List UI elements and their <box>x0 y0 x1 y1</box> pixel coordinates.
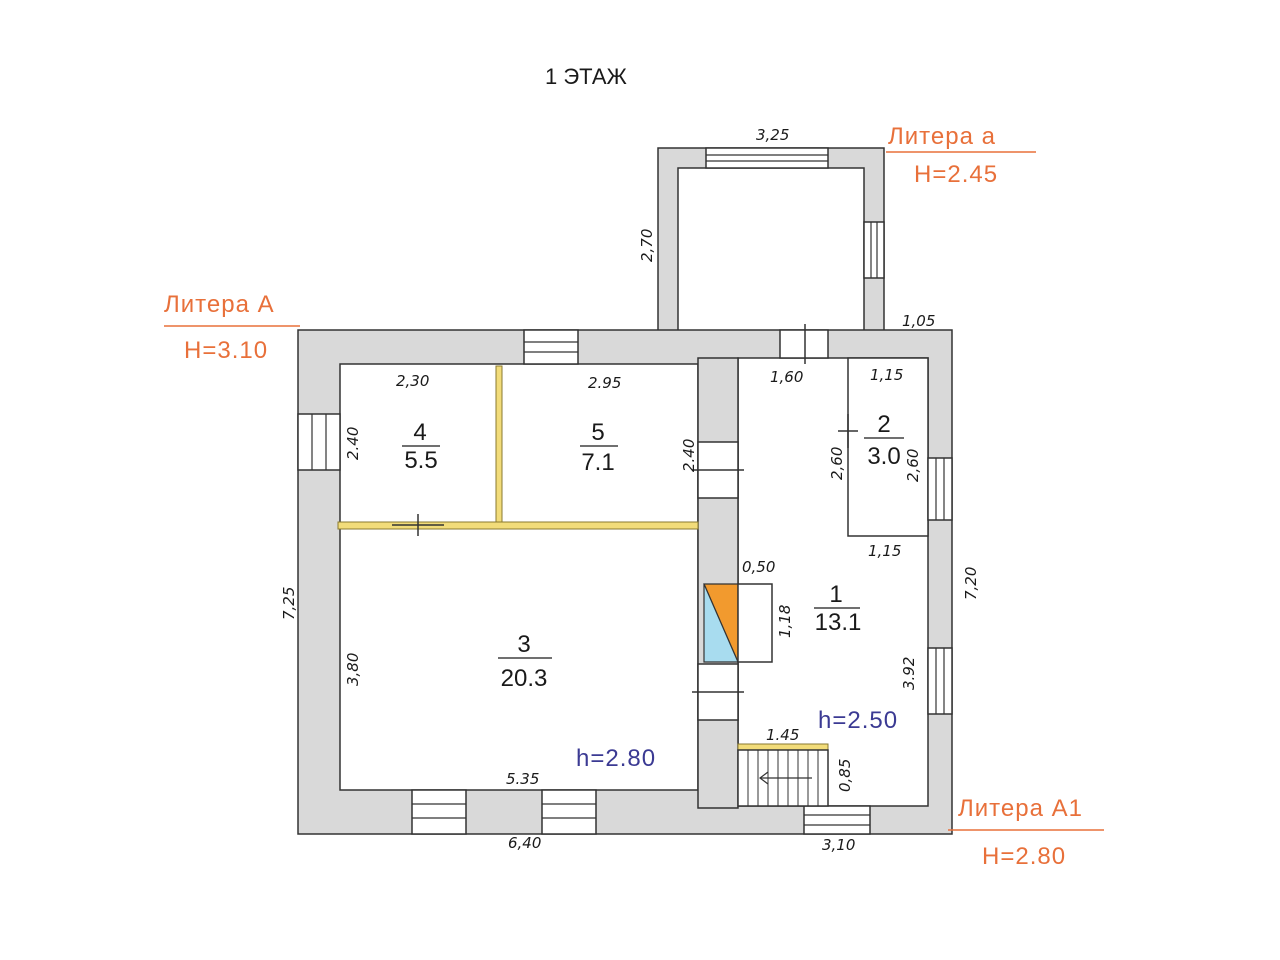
svg-text:7.1: 7.1 <box>581 449 614 476</box>
liter-a-small-name: Литера а <box>888 123 996 150</box>
dim-porch-offset: 1,05 <box>902 312 935 330</box>
bearing-wall <box>697 357 739 809</box>
dim-room1-top: 1,60 <box>770 368 803 386</box>
svg-text:5: 5 <box>591 419 604 446</box>
dim-room4-width: 2,30 <box>396 372 429 390</box>
liter-a1-name: Литера А1 <box>958 795 1083 822</box>
dim-room5-depth: 2.40 <box>680 439 698 472</box>
dim-room4-depth: 2.40 <box>344 427 362 460</box>
floor-title: 1 ЭТАЖ <box>545 64 628 89</box>
dim-wing-length: 7,20 <box>962 567 980 600</box>
dim-room2-depth-left: 2,60 <box>828 447 846 480</box>
porch-walls <box>657 147 885 335</box>
dim-room2-width-top: 1,15 <box>870 366 903 384</box>
dim-room2-width-bottom: 1,15 <box>868 542 901 560</box>
svg-text:1: 1 <box>829 581 842 608</box>
svg-text:5.5: 5.5 <box>404 447 437 474</box>
window-south-left <box>411 789 467 835</box>
room-label-3: 3 20.3 <box>498 631 552 692</box>
doorway-room3 <box>692 663 744 721</box>
dim-stair-width: 1.45 <box>766 726 799 744</box>
svg-text:3: 3 <box>517 631 530 658</box>
porch-window-right <box>863 221 885 279</box>
svg-text:13.1: 13.1 <box>815 609 862 636</box>
dim-stair-depth: 0,85 <box>836 759 854 792</box>
stove <box>703 583 773 663</box>
window-east-lower <box>927 647 953 715</box>
dim-room3-width: 5.35 <box>506 770 539 788</box>
dim-wing-lower: 3.92 <box>900 657 918 690</box>
dim-room5-width: 2.95 <box>588 374 621 392</box>
room-label-4: 4 5.5 <box>402 419 440 474</box>
window-north-main <box>523 329 579 365</box>
room-label-2: 2 3.0 <box>864 411 904 470</box>
svg-text:20.3: 20.3 <box>501 665 548 692</box>
svg-text:4: 4 <box>413 419 426 446</box>
stairs <box>737 749 829 807</box>
dim-main-width: 6,40 <box>508 834 541 852</box>
door-north-wing <box>779 324 829 364</box>
porch-window-top <box>705 147 829 169</box>
doorway-room5 <box>692 441 744 499</box>
ceiling-height-room1: h=2.50 <box>818 707 898 734</box>
room-label-5: 5 7.1 <box>580 419 618 476</box>
svg-text:2: 2 <box>877 411 890 438</box>
room-label-1: 1 13.1 <box>814 581 861 636</box>
liter-a-small-height: H=2.45 <box>914 161 998 188</box>
ceiling-height-room3: h=2.80 <box>576 745 656 772</box>
window-south-wing <box>803 805 871 835</box>
window-west <box>297 413 341 471</box>
dim-wing-width: 3,10 <box>822 836 855 854</box>
dim-porch-width: 3,25 <box>756 126 789 144</box>
dim-stove-width: 0,50 <box>742 558 775 576</box>
dim-main-length: 7,25 <box>280 587 298 620</box>
dim-stove-depth: 1,18 <box>776 605 794 638</box>
dim-porch-depth: 2,70 <box>638 229 656 262</box>
liter-a1-height: H=2.80 <box>982 843 1066 870</box>
window-east-upper <box>927 457 953 521</box>
liter-a-big-name: Литера А <box>164 291 275 318</box>
liter-a-big-height: H=3.10 <box>184 337 268 364</box>
svg-text:3.0: 3.0 <box>867 443 900 470</box>
dim-room3-depth: 3,80 <box>344 653 362 686</box>
window-south-right <box>541 789 597 835</box>
dim-room2-depth-right: 2,60 <box>904 449 922 482</box>
